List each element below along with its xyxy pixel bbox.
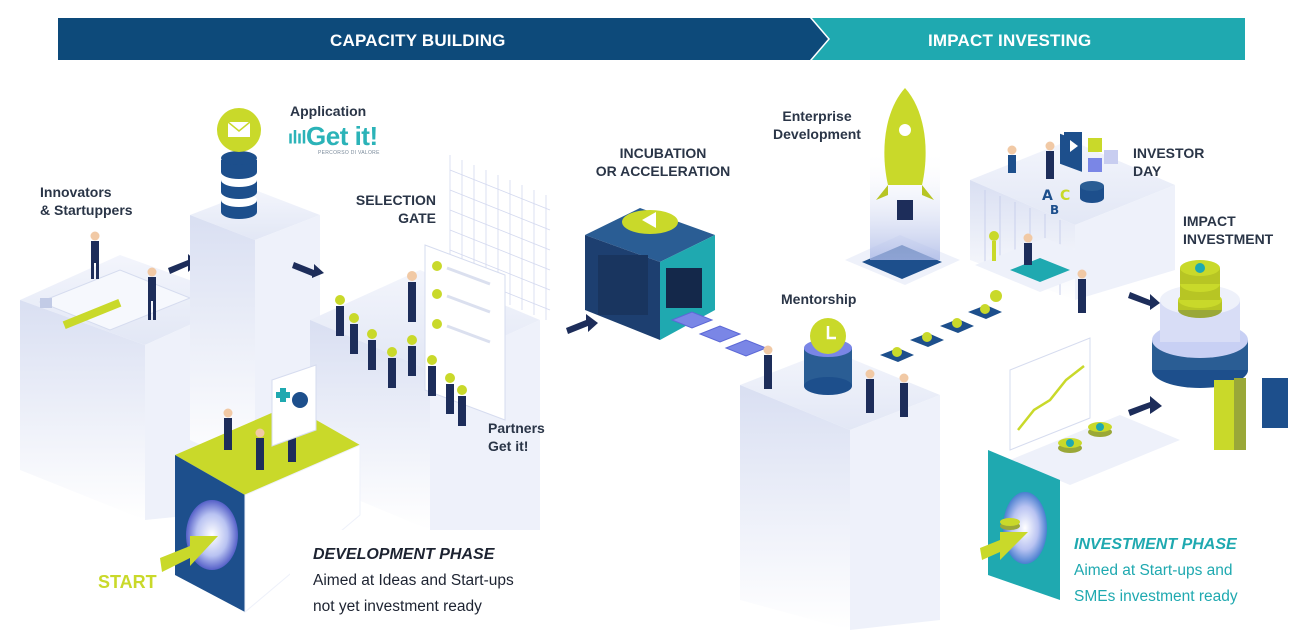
- svg-text:C: C: [1060, 188, 1070, 204]
- svg-text:B: B: [1050, 203, 1059, 217]
- svg-text:A: A: [1042, 188, 1053, 204]
- impact-investing-label: IMPACT INVESTING: [928, 31, 1092, 50]
- start-label: START: [98, 572, 157, 592]
- getit-tagline: PERCORSO DI VALORE: [318, 150, 380, 156]
- impact-investment-label: IMPACT INVESTMENT: [1183, 213, 1274, 247]
- development-phase-description: Aimed at Ideas and Start-ups not yet inv…: [313, 572, 514, 615]
- selection-gate-label: SELECTION GATE: [355, 192, 436, 226]
- development-phase-title: DEVELOPMENT PHASE: [313, 546, 495, 563]
- getit-logo: ılılGet it!: [288, 121, 378, 151]
- capacity-building-banner: [58, 18, 828, 60]
- impact-investing-banner: [812, 18, 1245, 60]
- capacity-building-label: CAPACITY BUILDING: [330, 31, 506, 50]
- investment-phase-description: Aimed at Start-ups and SMEs investment r…: [1074, 562, 1238, 605]
- investment-phase-title: INVESTMENT PHASE: [1074, 536, 1237, 553]
- application-label: Application: [290, 103, 367, 119]
- mentorship-label: Mentorship: [781, 291, 857, 307]
- partners-label: Partners Get it!: [488, 420, 545, 454]
- investor-day-label: INVESTOR DAY: [1133, 145, 1205, 179]
- incubation-label: INCUBATION OR ACCELERATION: [595, 145, 731, 179]
- innovators-label: Innovators & Startuppers: [40, 184, 133, 218]
- soundwave-icon: ılıl: [288, 127, 307, 148]
- enterprise-development-label: Enterprise Development: [773, 108, 861, 142]
